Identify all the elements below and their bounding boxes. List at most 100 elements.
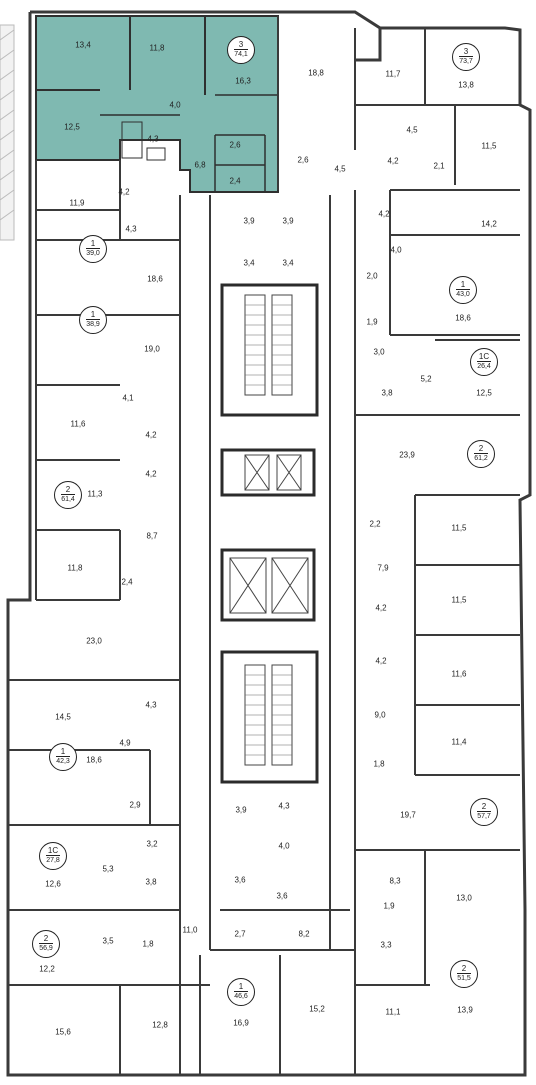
room-area: 19,0 [144, 344, 160, 354]
room-area: 3,9 [243, 216, 255, 226]
room-area: 11,5 [481, 141, 497, 151]
room-area: 11,5 [451, 595, 467, 605]
room-area: 2,4 [229, 176, 241, 186]
room-area: 1,9 [366, 317, 378, 327]
room-area: 3,5 [102, 936, 114, 946]
room-area: 11,6 [451, 669, 467, 679]
room-area: 15,6 [55, 1027, 71, 1037]
room-area: 3,8 [381, 388, 393, 398]
room-area: 11,8 [149, 43, 165, 53]
room-area: 16,3 [235, 76, 251, 86]
room-area: 2,4 [121, 577, 133, 587]
room-area: 4,0 [278, 841, 290, 851]
room-area: 8,3 [389, 876, 401, 886]
room-area: 18,6 [86, 755, 102, 765]
room-area: 13,8 [458, 80, 474, 90]
room-area: 3,4 [243, 258, 255, 268]
room-area: 4,9 [119, 738, 131, 748]
room-area: 1,9 [383, 901, 395, 911]
room-area: 4,3 [278, 801, 290, 811]
room-area: 18,6 [147, 274, 163, 284]
room-area: 5,3 [102, 864, 114, 874]
room-area: 11,4 [451, 737, 467, 747]
room-area: 7,9 [377, 563, 389, 573]
room-area: 12,2 [39, 964, 55, 974]
room-area: 4,2 [145, 430, 157, 440]
room-area: 12,5 [476, 388, 492, 398]
room-area: 9,0 [374, 710, 386, 720]
room-area: 4,2 [375, 656, 387, 666]
room-area: 12,5 [64, 122, 80, 132]
room-area: 4,2 [145, 469, 157, 479]
room-area: 11,1 [385, 1007, 401, 1017]
room-area: 4,2 [378, 209, 390, 219]
room-area: 4,5 [334, 164, 346, 174]
room-area: 4,0 [169, 100, 181, 110]
room-area: 18,8 [308, 68, 324, 78]
room-area: 18,6 [455, 313, 471, 323]
room-area: 11,5 [451, 523, 467, 533]
room-area: 2,6 [297, 155, 309, 165]
room-area: 3,9 [282, 216, 294, 226]
room-area: 3,9 [235, 805, 247, 815]
room-area: 11,0 [182, 925, 198, 935]
room-area: 4,2 [387, 156, 399, 166]
room-area: 11,3 [87, 489, 103, 499]
room-area: 3,4 [282, 258, 294, 268]
room-area: 23,0 [86, 636, 102, 646]
room-area: 1,8 [373, 759, 385, 769]
room-area: 4,5 [406, 125, 418, 135]
room-area: 4,1 [122, 393, 134, 403]
room-area: 3,3 [380, 940, 392, 950]
room-area: 3,6 [234, 875, 246, 885]
room-area: 14,5 [55, 712, 71, 722]
room-area: 4,2 [118, 187, 130, 197]
room-area: 8,2 [298, 929, 310, 939]
room-area: 13,4 [75, 40, 91, 50]
room-area: 19,7 [400, 810, 416, 820]
room-area: 11,8 [67, 563, 83, 573]
room-area: 2,9 [129, 800, 141, 810]
room-area: 13,9 [457, 1005, 473, 1015]
room-area: 12,8 [152, 1020, 168, 1030]
room-area: 4,3 [125, 224, 137, 234]
room-area: 1,8 [142, 939, 154, 949]
room-area: 2,0 [366, 271, 378, 281]
room-area: 11,9 [69, 198, 85, 208]
room-area: 2,6 [229, 140, 241, 150]
room-area: 3,8 [145, 877, 157, 887]
room-area: 8,7 [146, 531, 158, 541]
room-area: 13,0 [456, 893, 472, 903]
room-area: 2,7 [234, 929, 246, 939]
room-area: 12,6 [45, 879, 61, 889]
room-area: 14,2 [481, 219, 497, 229]
room-area: 6,8 [194, 160, 206, 170]
room-area: 3,2 [146, 839, 158, 849]
room-area: 3,0 [373, 347, 385, 357]
room-area: 16,9 [233, 1018, 249, 1028]
room-area: 4,2 [375, 603, 387, 613]
room-area: 15,2 [309, 1004, 325, 1014]
room-area: 5,2 [420, 374, 432, 384]
room-area: 4,3 [147, 134, 159, 144]
room-area: 2,2 [369, 519, 381, 529]
room-area: 23,9 [399, 450, 415, 460]
selected-apartment-3-74[interactable] [35, 15, 279, 193]
room-area: 4,0 [390, 245, 402, 255]
